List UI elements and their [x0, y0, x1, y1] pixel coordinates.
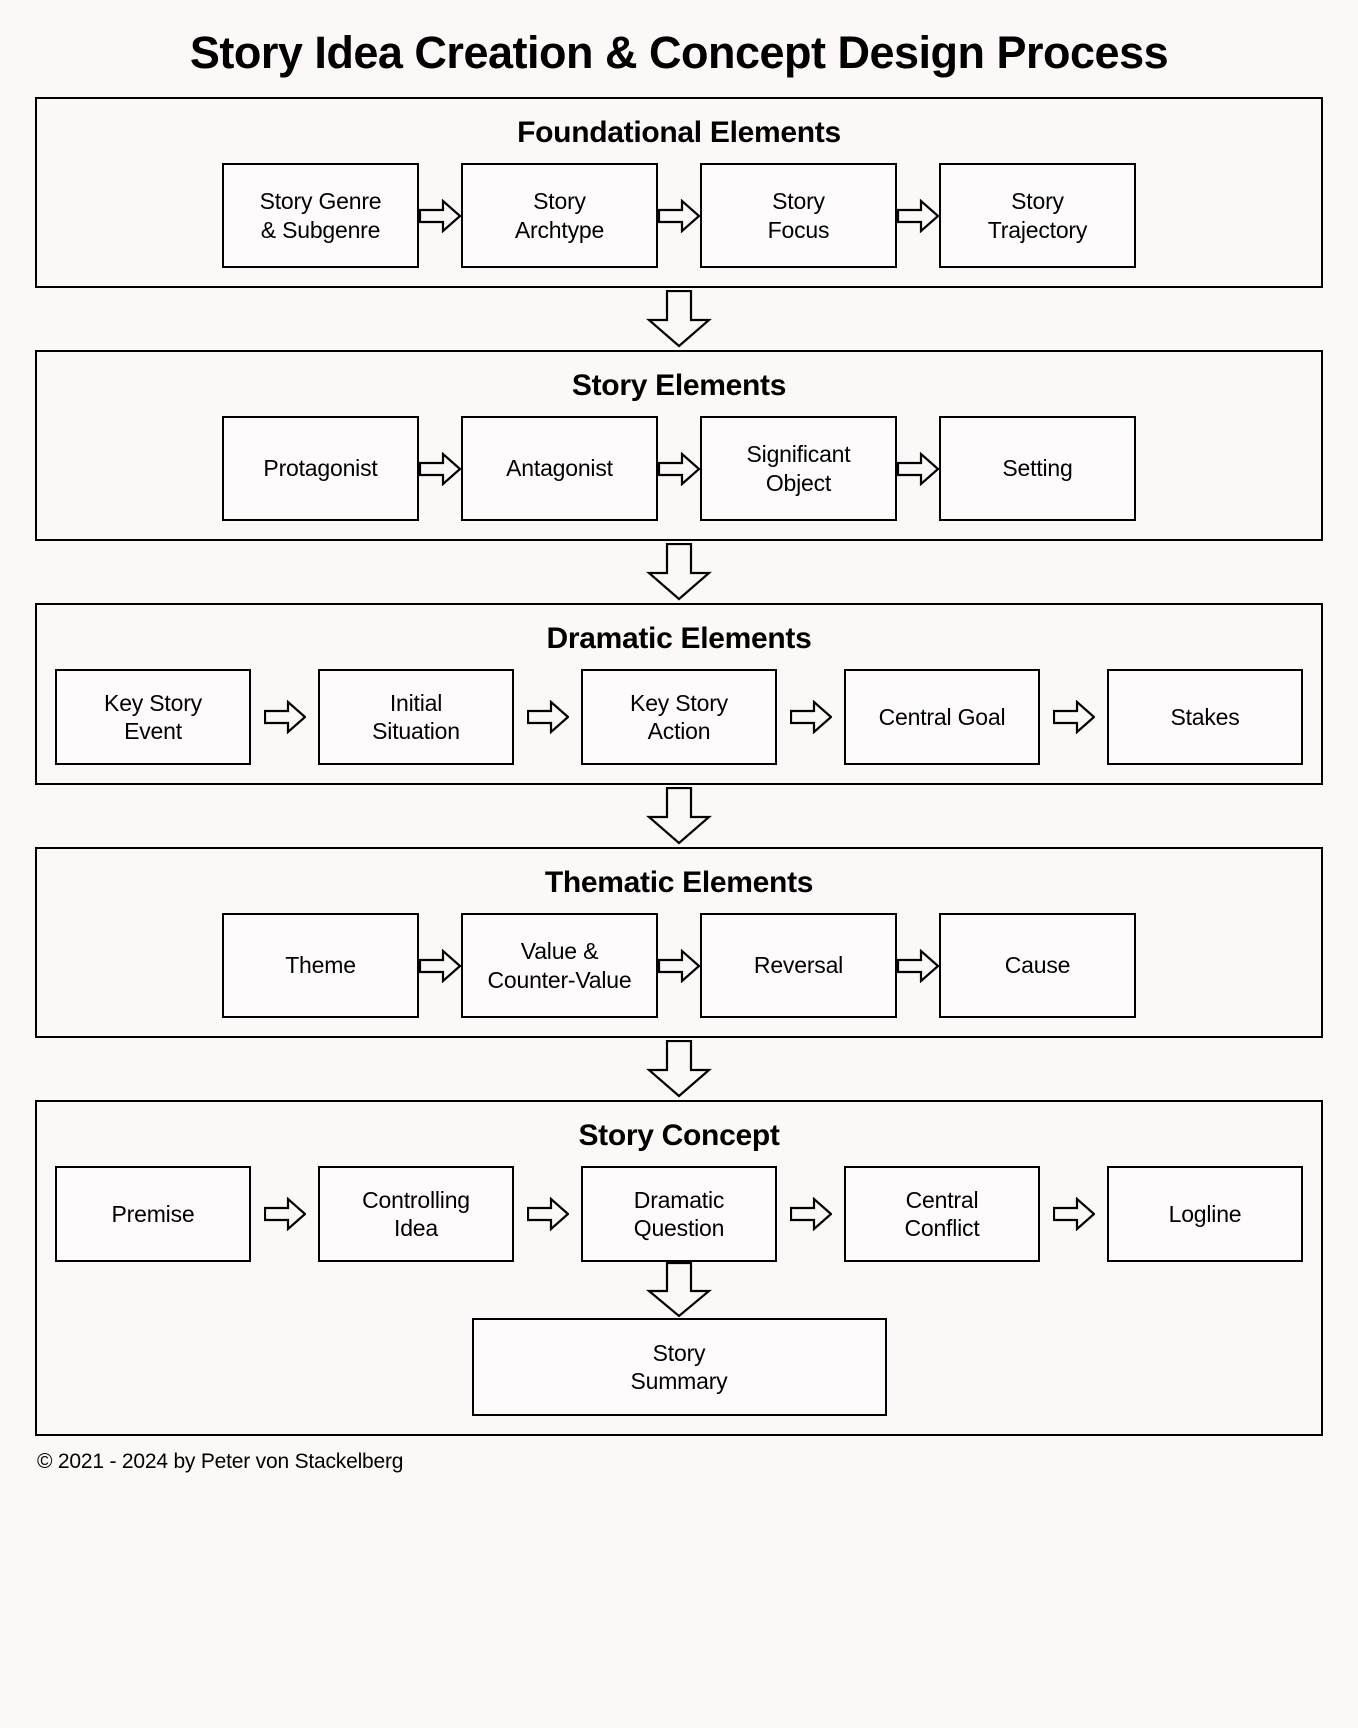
arrow-down-icon — [35, 785, 1323, 847]
arrow-right-icon — [658, 948, 700, 983]
arrow-down-icon — [35, 541, 1323, 603]
arrow-right-icon — [658, 451, 700, 486]
node-story-genre-subgenre[interactable]: Story Genre& Subgenre — [222, 163, 419, 268]
node-label: Premise — [111, 1200, 195, 1227]
node-label: Cause — [1004, 952, 1071, 979]
node-cause[interactable]: Cause — [939, 913, 1136, 1018]
node-label: Protagonist — [263, 455, 378, 482]
node-antagonist[interactable]: Antagonist — [461, 416, 658, 521]
node-label: Central Goal — [878, 703, 1006, 730]
node-label: Setting — [1002, 455, 1073, 482]
node-stakes[interactable]: Stakes — [1107, 669, 1303, 765]
section-thematic-elements: Thematic Elements Theme Value &Counter-V… — [35, 847, 1323, 1038]
arrow-right-icon — [897, 451, 939, 486]
section-heading: Story Concept — [578, 1119, 780, 1152]
node-label: Story Genre& Subgenre — [259, 188, 382, 243]
arrow-right-icon — [897, 948, 939, 983]
arrow-right-icon — [419, 198, 461, 233]
node-central-goal[interactable]: Central Goal — [844, 669, 1040, 765]
copyright-footer: © 2021 - 2024 by Peter von Stackelberg — [37, 1450, 404, 1473]
node-premise[interactable]: Premise — [55, 1166, 251, 1262]
arrow-right-icon — [897, 198, 939, 233]
arrow-right-icon — [658, 198, 700, 233]
node-value-counter-value[interactable]: Value &Counter-Value — [461, 913, 658, 1018]
arrow-right-icon — [419, 451, 461, 486]
arrow-right-icon — [789, 700, 832, 734]
arrow-down-icon — [35, 288, 1323, 350]
node-label: Logline — [1168, 1200, 1242, 1227]
arrow-right-icon — [526, 700, 569, 734]
arrow-right-icon — [1052, 700, 1095, 734]
section-heading: Story Elements — [571, 369, 787, 402]
node-label: Stakes — [1170, 703, 1240, 730]
node-protagonist[interactable]: Protagonist — [222, 416, 419, 521]
node-label: Antagonist — [506, 455, 613, 482]
arrow-right-icon — [1052, 1197, 1095, 1231]
arrow-right-icon — [419, 948, 461, 983]
node-row: Theme Value &Counter-Value Reversal Caus… — [37, 913, 1321, 1018]
node-theme[interactable]: Theme — [222, 913, 419, 1018]
section-heading: Dramatic Elements — [546, 622, 812, 655]
arrow-right-icon — [789, 1197, 832, 1231]
arrow-right-icon — [263, 1197, 306, 1231]
arrow-down-icon — [35, 1038, 1323, 1100]
arrow-right-icon — [263, 700, 306, 734]
section-heading: Thematic Elements — [544, 866, 814, 899]
arrow-down-icon — [639, 1262, 719, 1318]
node-setting[interactable]: Setting — [939, 416, 1136, 521]
node-label: Reversal — [753, 952, 844, 979]
node-label: Value &Counter-Value — [487, 938, 632, 993]
node-reversal[interactable]: Reversal — [700, 913, 897, 1018]
node-label: Theme — [285, 952, 356, 979]
page-title: Story Idea Creation & Concept Design Pro… — [189, 27, 1169, 78]
section-story-elements: Story Elements Protagonist Antagonist Si… — [35, 350, 1323, 541]
node-logline[interactable]: Logline — [1107, 1166, 1303, 1262]
section-foundational-elements: Foundational Elements Story Genre& Subge… — [35, 97, 1323, 288]
arrow-right-icon — [526, 1197, 569, 1231]
section-heading: Foundational Elements — [517, 116, 841, 149]
